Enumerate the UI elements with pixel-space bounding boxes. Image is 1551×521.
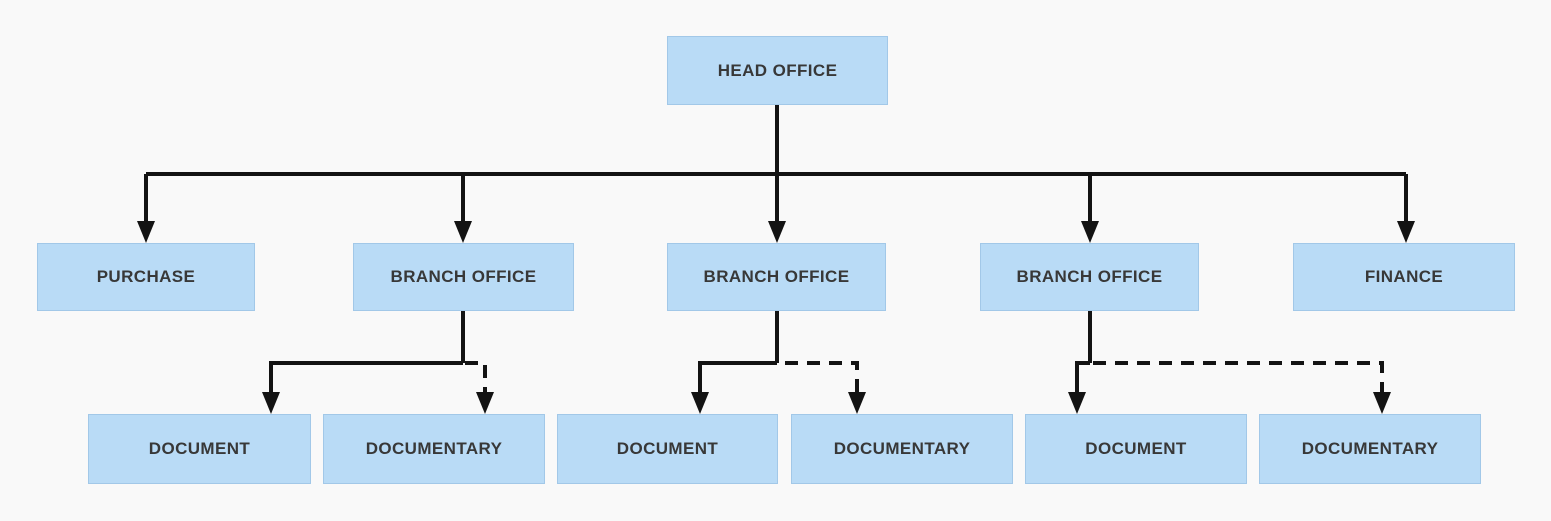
edge-branch1-document (269, 361, 463, 394)
arrowhead-documentary1 (476, 392, 494, 414)
node-branch-office-3-label: BRANCH OFFICE (1016, 267, 1163, 286)
node-branch-office-3: BRANCH OFFICE (980, 243, 1199, 311)
node-head-office-label: HEAD OFFICE (717, 60, 838, 80)
node-purchase: PURCHASE (37, 243, 255, 311)
edge-branch3-documentary (1093, 361, 1384, 394)
edge-branch1-documentary (465, 361, 487, 394)
node-branch-office-1: BRANCH OFFICE (353, 243, 574, 311)
node-purchase-label: PURCHASE (96, 267, 196, 286)
node-document-1-label: DOCUMENT (148, 439, 251, 458)
node-document-1: DOCUMENT (88, 414, 311, 484)
arrowhead-document1 (262, 392, 280, 414)
node-documentary-1: DOCUMENTARY (323, 414, 545, 484)
node-branch-office-2-label: BRANCH OFFICE (703, 267, 850, 286)
node-documentary-3-label: DOCUMENTARY (1301, 439, 1439, 458)
edge-branch2-document (698, 361, 777, 394)
node-documentary-2: DOCUMENTARY (791, 414, 1013, 484)
node-branch-office-2: BRANCH OFFICE (667, 243, 886, 311)
node-document-2-label: DOCUMENT (616, 439, 719, 458)
node-finance: FINANCE (1293, 243, 1515, 311)
node-documentary-3: DOCUMENTARY (1259, 414, 1481, 484)
node-document-3-label: DOCUMENT (1085, 439, 1187, 458)
arrowhead-documentary2 (848, 392, 866, 414)
arrowhead-branch3 (1081, 221, 1099, 243)
arrowhead-finance (1397, 221, 1415, 243)
arrowhead-documentary3 (1373, 392, 1391, 414)
arrowhead-branch2 (768, 221, 786, 243)
arrowheads (137, 221, 1415, 414)
node-branch-office-1-label: BRANCH OFFICE (390, 267, 537, 286)
node-document-2: DOCUMENT (557, 414, 778, 484)
node-document-3: DOCUMENT (1025, 414, 1247, 484)
node-head-office: HEAD OFFICE (667, 36, 888, 105)
edge-branch3-document (1075, 361, 1090, 394)
node-finance-label: FINANCE (1364, 267, 1444, 286)
edge-branch2-documentary (785, 361, 859, 394)
node-documentary-1-label: DOCUMENTARY (365, 439, 503, 458)
arrowhead-branch1 (454, 221, 472, 243)
arrowhead-document3 (1068, 392, 1086, 414)
node-documentary-2-label: DOCUMENTARY (833, 439, 971, 458)
arrowhead-document2 (691, 392, 709, 414)
arrowhead-purchase (137, 221, 155, 243)
